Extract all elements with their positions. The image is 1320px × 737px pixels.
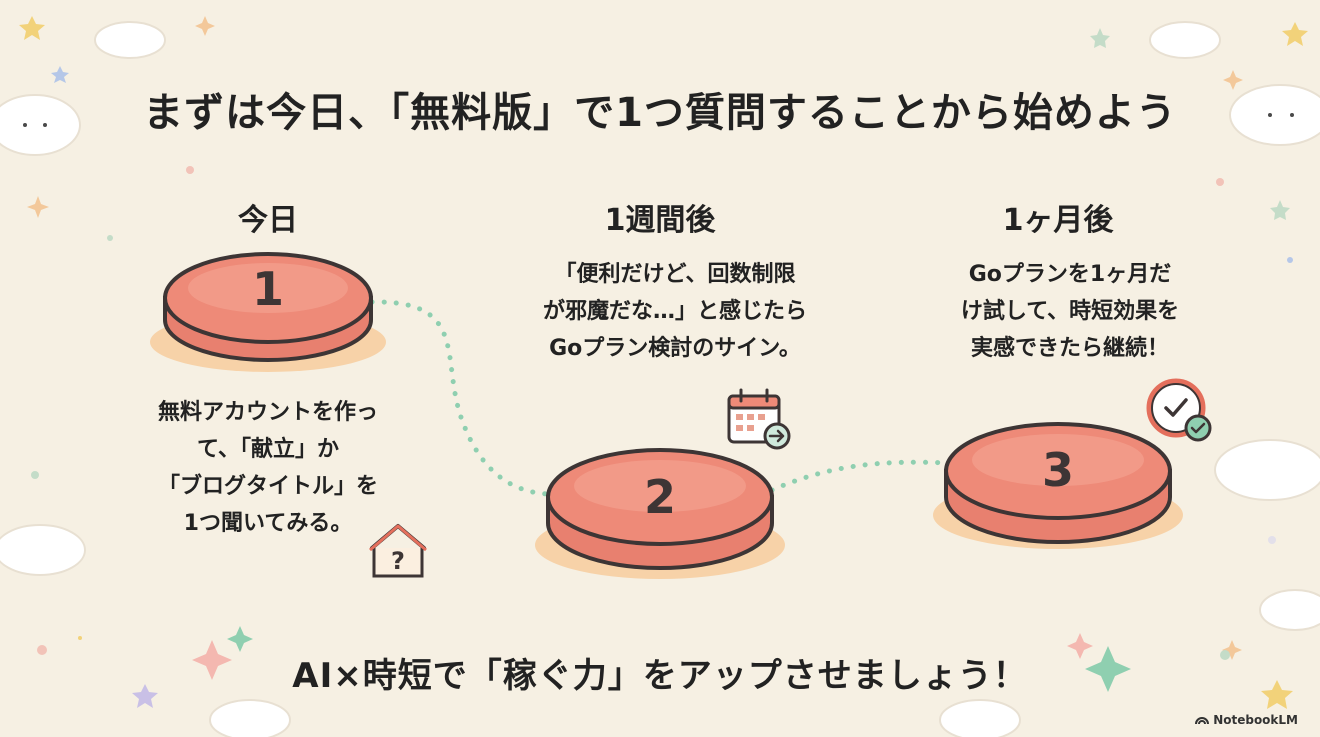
description-line: 実感できたら継続！	[970, 336, 1169, 361]
step-2-label: 1週間後	[604, 203, 716, 238]
step-2-button[interactable]	[535, 448, 785, 579]
description-line: 「ブログタイトル」を	[157, 474, 378, 499]
clock-check-icon	[1146, 378, 1212, 442]
cloud-decoration	[0, 21, 1320, 737]
step-3-button[interactable]	[933, 422, 1183, 549]
sparkle-decoration	[19, 16, 1308, 709]
watermark-text: NotebookLM	[1213, 713, 1298, 727]
description-line: 「便利だけど、回数制限	[554, 262, 796, 287]
description-line: Goプラン検討のサイン。	[549, 336, 801, 361]
step-1-description: 無料アカウントを作っ て、「献立」か 「ブログタイトル」を 1つ聞いてみる。	[108, 394, 428, 542]
step-2-number: 2	[643, 470, 676, 524]
step-3-number: 3	[1041, 443, 1074, 497]
step-3-description: Goプランを1ヶ月だ け試して、時短効果を 実感できたら継続！	[900, 256, 1240, 367]
step-3-label: 1ヶ月後	[1002, 203, 1114, 238]
step-1-button[interactable]	[150, 252, 386, 372]
description-line: 1つ聞いてみる。	[183, 511, 353, 536]
house-question-icon: ?	[369, 524, 427, 578]
page-title: まずは今日、「無料版」で1つ質問することから始めよう	[143, 90, 1177, 136]
step-2-description: 「便利だけど、回数制限 が邪魔だな…」と感じたら Goプラン検討のサイン。	[490, 256, 860, 367]
description-line: け試して、時短効果を	[960, 299, 1180, 324]
description-line: 無料アカウントを作っ	[157, 400, 378, 425]
cloud-face	[23, 113, 1294, 127]
progress-path	[369, 299, 951, 497]
notebooklm-watermark: NotebookLM	[1195, 713, 1298, 727]
description-line: て、「献立」か	[197, 437, 339, 462]
description-line: が邪魔だな…」と感じたら	[542, 299, 807, 324]
step-1-number: 1	[251, 262, 284, 316]
dot-decoration	[31, 166, 1293, 660]
notebooklm-logo-icon	[1195, 717, 1210, 725]
svg-text:?: ?	[391, 547, 405, 575]
description-line: Goプランを1ヶ月だ	[968, 262, 1172, 287]
calendar-arrow-icon	[727, 388, 791, 450]
footer-message: AI×時短で「稼ぐ力」をアップさせましょう！	[292, 656, 1028, 696]
step-1-label: 今日	[238, 203, 298, 238]
